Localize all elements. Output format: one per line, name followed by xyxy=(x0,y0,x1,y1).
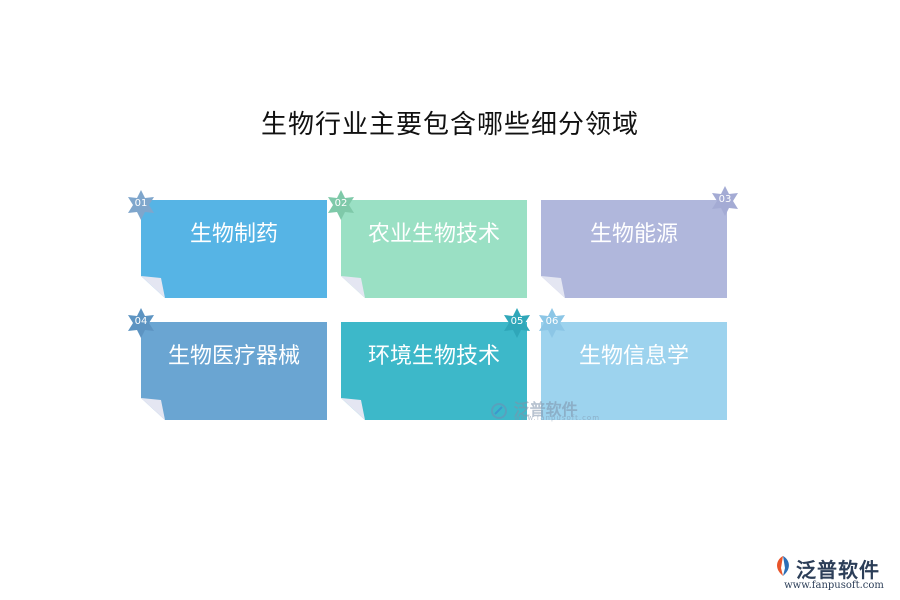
badge-01: 01 xyxy=(126,190,156,220)
card-bio-medical-devices: 生物医疗器械 xyxy=(141,322,327,420)
card-bioenergy: 生物能源 xyxy=(541,200,727,298)
card-label: 生物医疗器械 xyxy=(167,344,300,369)
card-env-biotech: 环境生物技术 xyxy=(341,322,527,420)
badge-number: 02 xyxy=(334,198,348,209)
card-bioinformatics: 生物信息学 xyxy=(541,322,727,420)
star-badge-icon xyxy=(328,190,354,220)
brand-logo-icon xyxy=(777,556,789,576)
watermark-text: 泛普软件 xyxy=(513,400,578,419)
badge-06: 06 xyxy=(537,308,567,338)
brand-name: 泛普软件 xyxy=(796,558,880,582)
brand-logo: 泛普软件 www.fanpusoft.com xyxy=(772,554,896,596)
card-shape xyxy=(341,322,527,420)
card-label: 农业生物技术 xyxy=(367,222,500,247)
card-label: 生物能源 xyxy=(589,222,678,247)
card-shape xyxy=(541,322,727,420)
badge-02: 02 xyxy=(326,190,356,220)
diagram-title: 生物行业主要包含哪些细分领域 xyxy=(260,110,639,140)
card-shape xyxy=(141,322,327,420)
brand-url: www.fanpusoft.com xyxy=(784,580,884,591)
card-label: 环境生物技术 xyxy=(367,344,500,369)
star-badge-icon xyxy=(539,308,565,338)
watermark-subtext: www.fanpusoft.com xyxy=(514,414,601,422)
watermark-logo-icon xyxy=(491,402,507,419)
card-label: 生物信息学 xyxy=(578,344,689,369)
star-badge-icon xyxy=(504,308,530,338)
badge-number: 05 xyxy=(510,316,524,327)
star-badge-icon xyxy=(128,190,154,220)
card-label: 生物制药 xyxy=(189,222,278,247)
badge-number: 01 xyxy=(134,198,148,209)
card-shape xyxy=(341,200,527,298)
badge-04: 04 xyxy=(126,308,156,338)
badge-05: 05 xyxy=(502,308,532,338)
star-badge-icon xyxy=(712,186,738,216)
badge-number: 06 xyxy=(545,316,559,327)
card-shape xyxy=(141,200,327,298)
badge-03: 03 xyxy=(710,186,740,216)
card-shape xyxy=(541,200,727,298)
watermark: 泛普软件 www.fanpusoft.com xyxy=(490,396,599,422)
star-badge-icon xyxy=(128,308,154,338)
card-biopharma: 生物制药 xyxy=(141,200,327,298)
card-agri-biotech: 农业生物技术 xyxy=(341,200,527,298)
badge-number: 04 xyxy=(134,316,148,327)
badge-number: 03 xyxy=(718,194,732,205)
